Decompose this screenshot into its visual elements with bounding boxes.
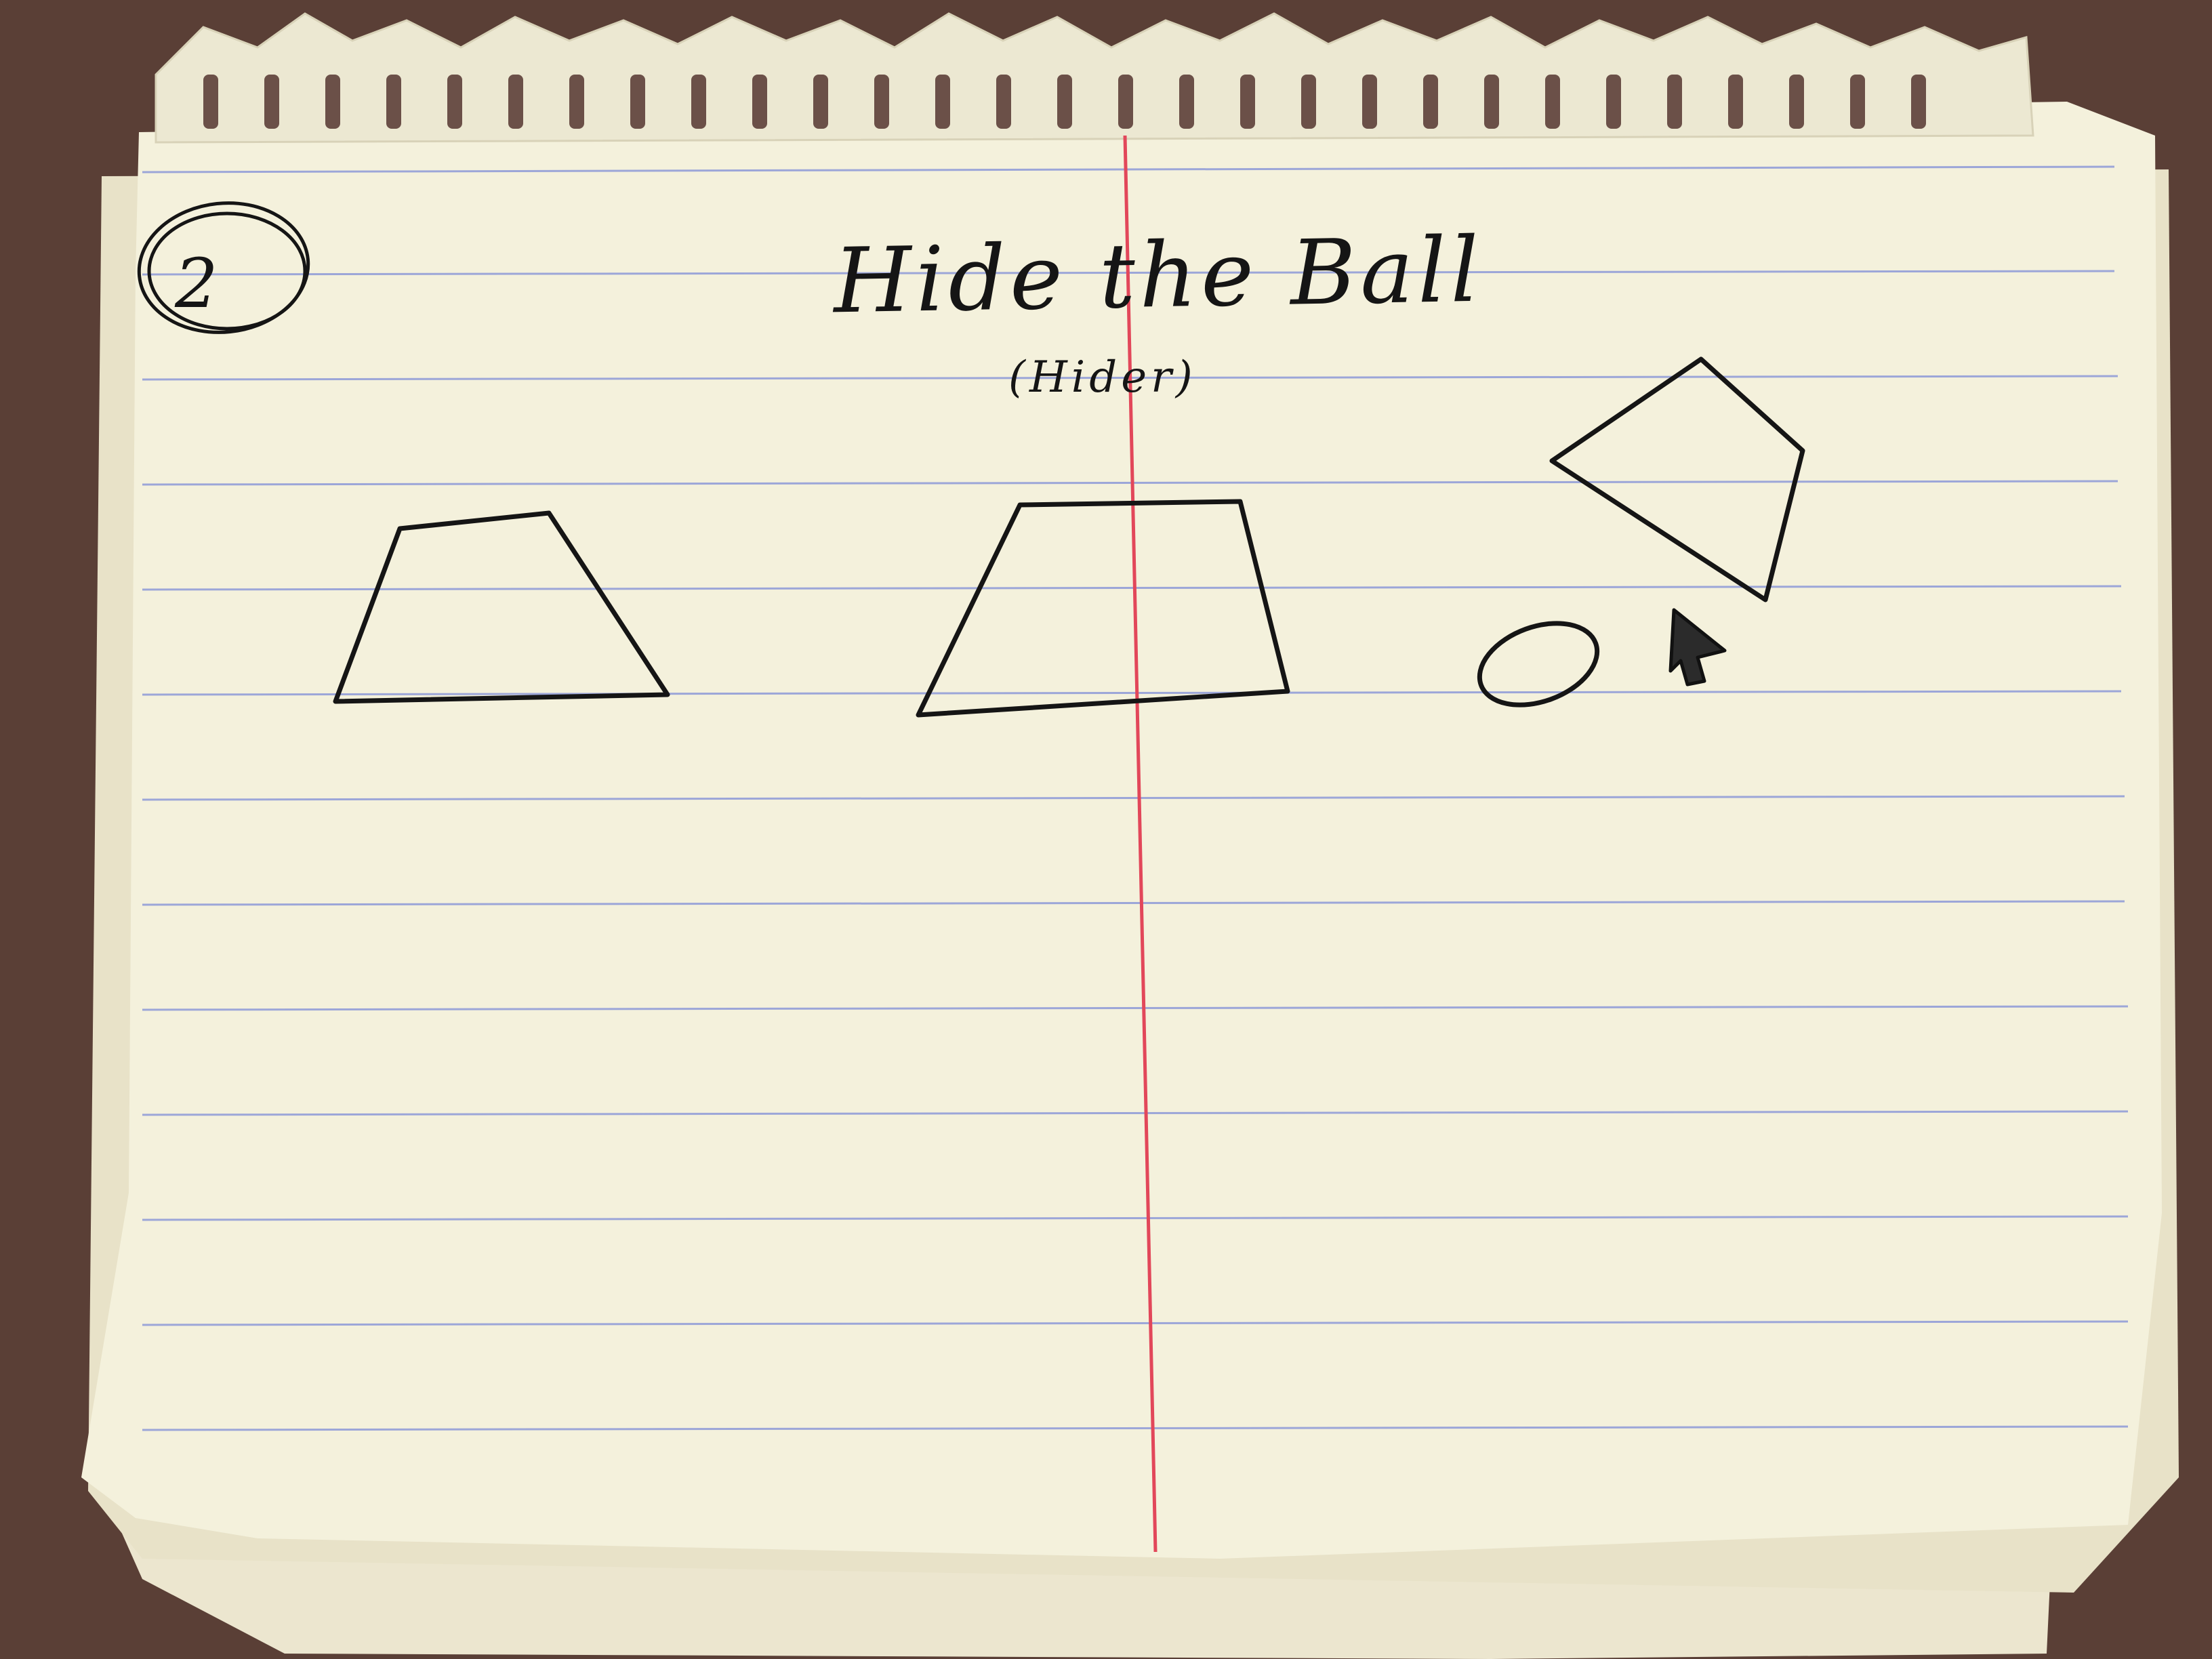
page-subtitle: (Hider)	[1008, 352, 1197, 403]
page-number: 2	[175, 244, 222, 323]
spiral-holes	[203, 75, 1926, 129]
ball	[1477, 621, 1600, 708]
torn-spiral-edge	[155, 12, 2034, 144]
cup-left	[333, 510, 670, 704]
cup-lifted	[1549, 356, 1805, 602]
page-number-circle	[137, 201, 310, 334]
page-title: Hide the Ball	[832, 218, 1484, 334]
paper-sheet	[81, 102, 2162, 1559]
mouse-cursor-icon	[1668, 608, 1727, 687]
margin-line	[1123, 135, 1158, 1553]
cup-middle	[916, 499, 1290, 718]
